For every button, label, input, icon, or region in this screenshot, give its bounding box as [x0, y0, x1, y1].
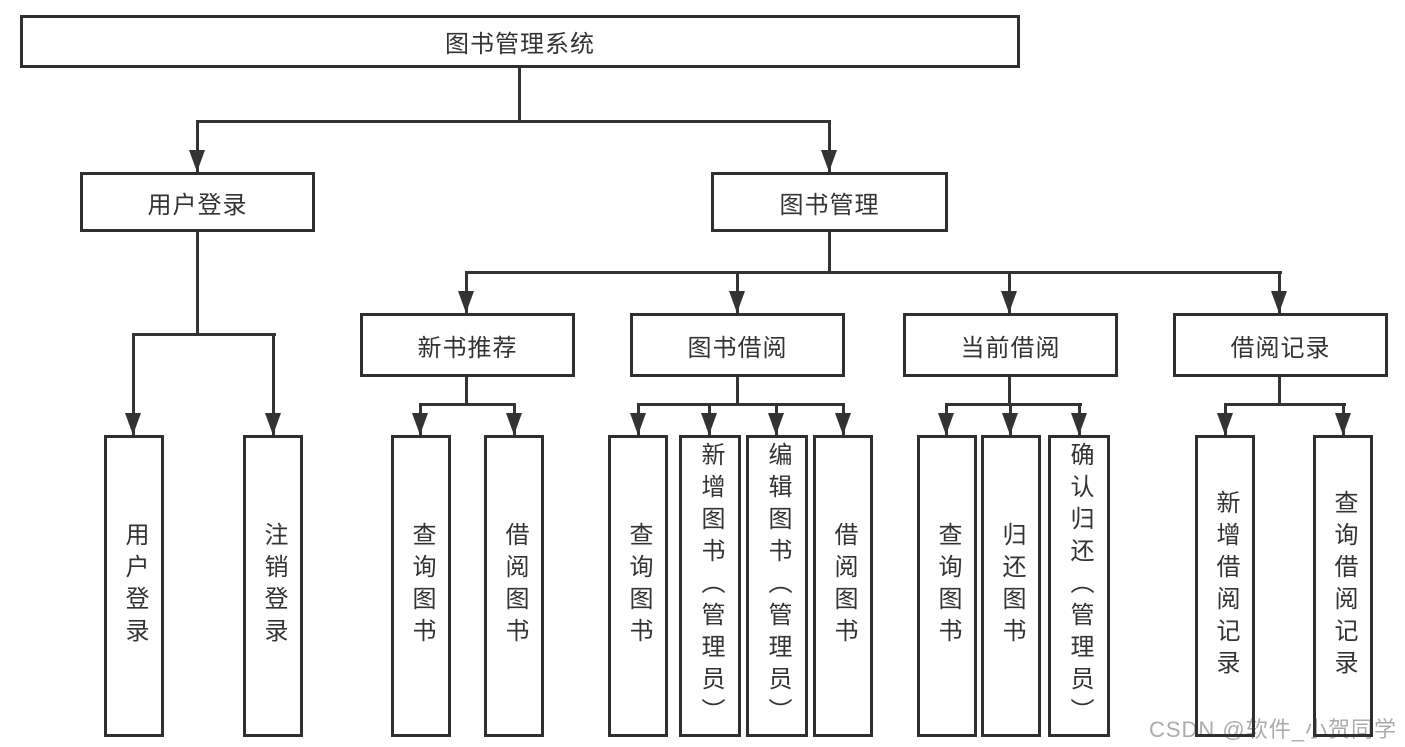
- leaf-query-books-recommend: 查询图书: [391, 435, 451, 737]
- node-label: 归还图书: [998, 522, 1025, 650]
- arrow-down-icon: [1271, 291, 1287, 313]
- connector-drop-book-management: [828, 120, 831, 172]
- node-label: 编辑图书（管理员）: [764, 442, 791, 730]
- node-label: 借阅图书: [830, 522, 857, 650]
- arrow-down-icon: [729, 291, 745, 313]
- node-label: 查询图书: [934, 522, 961, 650]
- node-library-management-system: 图书管理系统: [20, 15, 1020, 68]
- connector-group-horizontal: [419, 403, 516, 406]
- node-book-management: 图书管理: [711, 172, 948, 232]
- csdn-watermark: CSDN @软件_小贺同学: [1148, 717, 1397, 742]
- connector-group-trunk: [465, 377, 468, 405]
- arrow-down-icon: [1002, 413, 1018, 435]
- arrow-down-icon: [701, 413, 717, 435]
- connector-drop-leaf: [132, 333, 135, 435]
- leaf-add-borrow-record: 新增借阅记录: [1195, 435, 1255, 737]
- node-user-login: 用户登录: [80, 172, 315, 232]
- node-book-borrow: 图书借阅: [630, 313, 845, 377]
- node-label: 新书推荐: [417, 334, 518, 362]
- arrow-down-icon: [458, 291, 474, 313]
- node-label: 当前借阅: [960, 334, 1061, 362]
- connector-root-trunk: [518, 68, 521, 121]
- node-new-book-recommend: 新书推荐: [360, 313, 575, 377]
- node-label: 查询图书: [408, 522, 435, 650]
- arrow-down-icon: [265, 413, 281, 435]
- arrow-down-icon: [1335, 413, 1351, 435]
- arrow-down-icon: [412, 413, 428, 435]
- node-label: 查询借阅记录: [1330, 490, 1357, 682]
- connector-group-horizontal: [945, 403, 1082, 406]
- node-label: 注销登录: [260, 522, 287, 650]
- arrow-down-icon: [835, 413, 851, 435]
- arrow-down-icon: [938, 413, 954, 435]
- arrow-down-icon: [506, 413, 522, 435]
- arrow-down-icon: [1001, 291, 1017, 313]
- connector-drop-user-login: [196, 120, 199, 172]
- leaf-add-book-admin: 新增图书（管理员）: [679, 435, 741, 737]
- leaf-return-books: 归还图书: [981, 435, 1041, 737]
- connector-group-horizontal: [1224, 403, 1346, 406]
- connector-group-trunk: [1278, 377, 1281, 405]
- leaf-confirm-return-admin: 确认归还（管理员）: [1048, 435, 1110, 737]
- connector-level2-horizontal: [196, 120, 831, 123]
- node-borrow-records: 借阅记录: [1173, 313, 1388, 377]
- node-label: 新增借阅记录: [1212, 490, 1239, 682]
- leaf-borrow-books: 借阅图书: [813, 435, 873, 737]
- arrow-down-icon: [189, 150, 205, 172]
- arrow-down-icon: [1217, 413, 1233, 435]
- node-label: 查询图书: [625, 522, 652, 650]
- node-label: 图书借阅: [687, 334, 788, 362]
- leaf-logout: 注销登录: [243, 435, 303, 737]
- node-label: 新增图书（管理员）: [697, 442, 724, 730]
- connector-group-horizontal: [637, 403, 845, 406]
- node-label: 图书管理系统: [445, 31, 595, 58]
- connector-level3-horizontal: [465, 271, 1282, 274]
- node-label: 用户登录: [147, 191, 248, 219]
- connector-book-trunk: [828, 232, 831, 272]
- arrow-down-icon: [1071, 413, 1087, 435]
- node-label: 借阅图书: [501, 522, 528, 650]
- node-label: 用户登录: [121, 522, 148, 650]
- arrow-down-icon: [125, 413, 141, 435]
- arrow-down-icon: [630, 413, 646, 435]
- leaf-edit-book-admin: 编辑图书（管理员）: [746, 435, 808, 737]
- node-label: 图书管理: [779, 191, 880, 219]
- connector-user-horizontal: [132, 333, 276, 336]
- leaf-borrow-books-recommend: 借阅图书: [484, 435, 544, 737]
- node-current-borrow: 当前借阅: [903, 313, 1118, 377]
- arrow-down-icon: [821, 150, 837, 172]
- leaf-query-books-borrow: 查询图书: [608, 435, 668, 737]
- connector-group-trunk: [736, 377, 739, 405]
- connector-group-trunk: [1008, 377, 1011, 405]
- connector-drop-leaf: [272, 333, 275, 435]
- connector-user-trunk: [196, 232, 199, 336]
- leaf-query-books-current: 查询图书: [917, 435, 977, 737]
- node-label: 确认归还（管理员）: [1066, 442, 1093, 730]
- leaf-query-borrow-record: 查询借阅记录: [1313, 435, 1373, 737]
- arrow-down-icon: [768, 413, 784, 435]
- node-label: 借阅记录: [1230, 334, 1331, 362]
- leaf-user-login: 用户登录: [104, 435, 164, 737]
